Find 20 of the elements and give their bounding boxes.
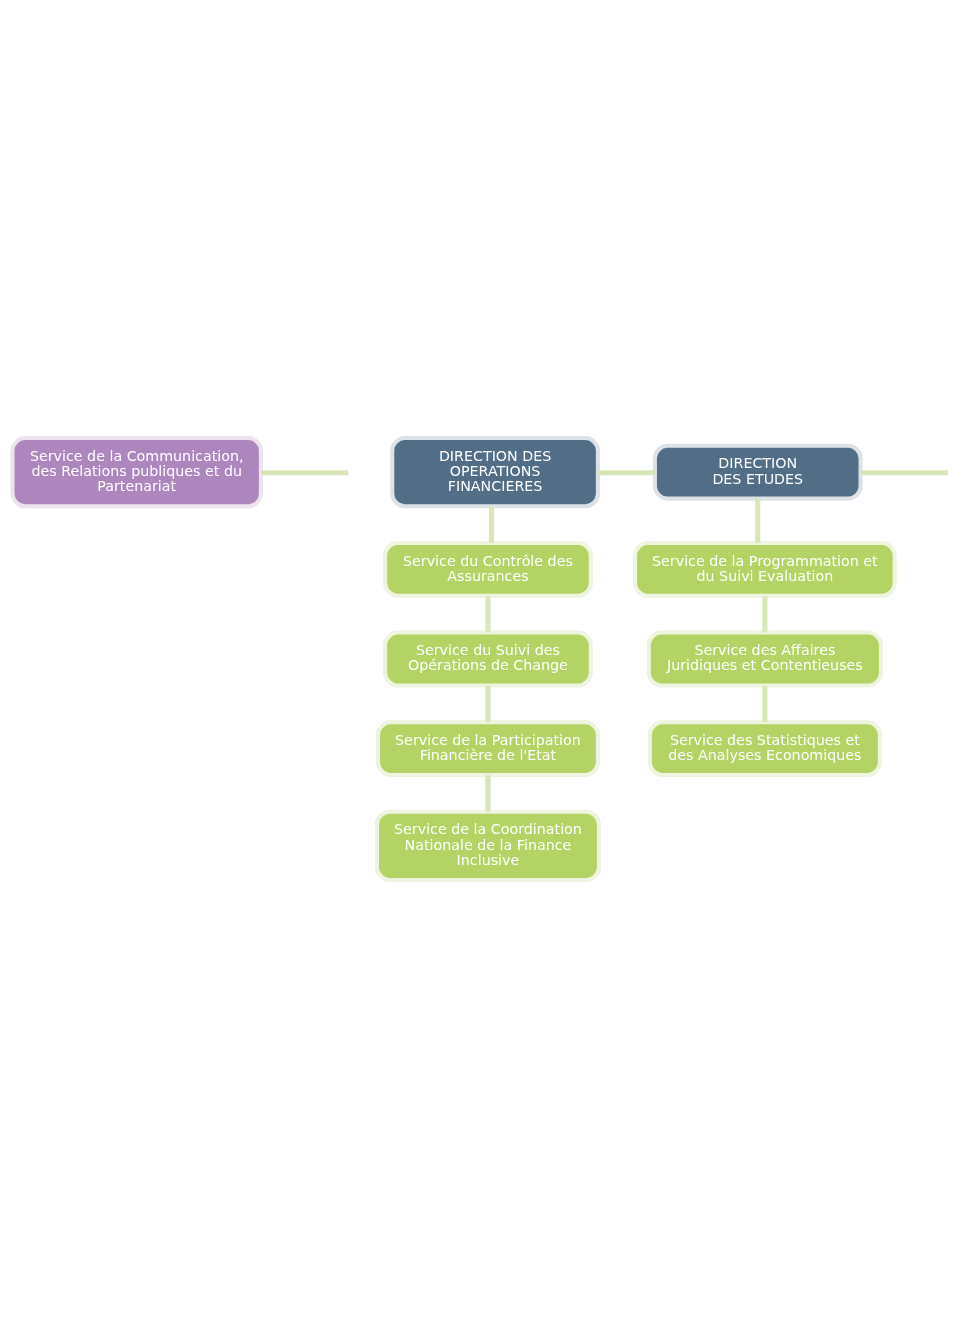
node-box: DIRECTION DES ETUDES [652, 443, 863, 501]
node-box: Service des Statistiques et des Analyses Economiques [647, 720, 882, 778]
node-box: Service des Affaires Juridiques et Contentieuses [646, 630, 883, 688]
node-box: Service de la Coordination Nationale de la Finance Inclusive [374, 809, 601, 882]
connector [261, 470, 349, 476]
connector [485, 685, 491, 723]
connector [762, 596, 768, 633]
connector [485, 775, 491, 812]
connector [598, 470, 655, 476]
node-box: Service de la Participation Financière de l'Etat [375, 720, 600, 778]
node-box: Service de la Communication, des Relations publiques et du Partenariat [10, 436, 263, 509]
connector [485, 596, 491, 633]
connector [762, 685, 768, 723]
node-box: Service du Contrôle des Assurances [383, 540, 593, 598]
connector [860, 470, 948, 476]
node-box: Service du Suivi des Opérations de Change [383, 630, 593, 688]
node-box: Service de la Programmation et du Suivi Evaluation [633, 540, 897, 598]
connector [755, 498, 761, 543]
connector [488, 506, 495, 543]
node-box: DIRECTION DES OPERATIONS FINANCIERES [390, 436, 600, 509]
